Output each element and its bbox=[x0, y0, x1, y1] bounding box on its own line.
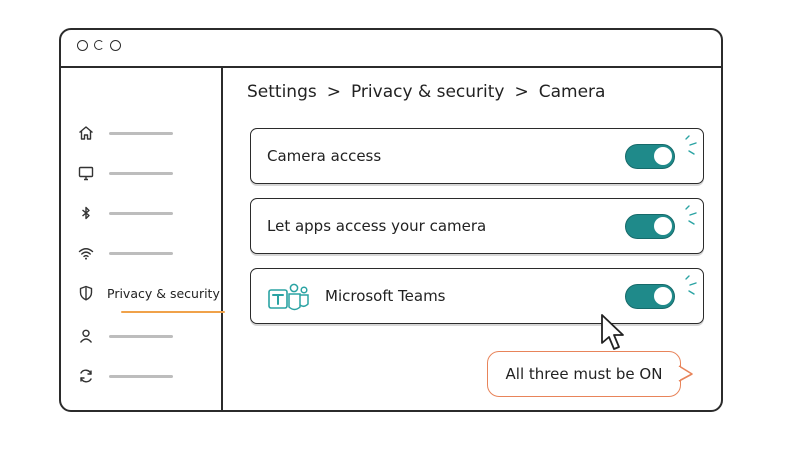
breadcrumb-separator: > bbox=[514, 82, 529, 102]
annotation-callout: All three must be ON bbox=[487, 351, 681, 397]
breadcrumb-settings[interactable]: Settings bbox=[247, 82, 317, 102]
setting-label: Camera access bbox=[267, 147, 382, 165]
active-indicator bbox=[121, 311, 225, 313]
sidebar-placeholder-line bbox=[109, 171, 173, 175]
toggle-spark-marks bbox=[685, 205, 697, 225]
sidebar-item-accounts[interactable] bbox=[77, 324, 217, 348]
home-icon bbox=[77, 124, 95, 142]
shield-icon bbox=[77, 284, 95, 302]
window-control-dot[interactable] bbox=[110, 40, 121, 51]
setting-label: Microsoft Teams bbox=[325, 287, 446, 305]
breadcrumb-camera: Camera bbox=[538, 82, 606, 102]
setting-card-camera-access: Camera access bbox=[250, 128, 704, 184]
window-controls bbox=[77, 40, 121, 51]
camera-access-toggle[interactable] bbox=[625, 144, 675, 169]
breadcrumb-privacy-security[interactable]: Privacy & security bbox=[350, 82, 505, 102]
breadcrumb: Settings > Privacy & security > Camera bbox=[247, 82, 605, 102]
teams-icon bbox=[268, 283, 309, 311]
mouse-cursor-icon bbox=[601, 314, 624, 350]
sidebar-item-update[interactable] bbox=[77, 364, 217, 388]
sidebar-item-privacy-security[interactable]: Privacy & security bbox=[77, 281, 225, 313]
toggle-knob bbox=[654, 287, 672, 305]
microsoft-teams-toggle[interactable] bbox=[625, 284, 675, 309]
title-bar bbox=[61, 30, 721, 68]
sidebar-placeholder-line bbox=[109, 211, 173, 215]
monitor-icon bbox=[77, 164, 95, 182]
window-control-dot[interactable] bbox=[94, 40, 104, 50]
sidebar-item-display[interactable] bbox=[77, 161, 217, 185]
wifi-icon bbox=[77, 244, 95, 262]
sidebar-placeholder-line bbox=[109, 334, 173, 338]
sidebar-item-network[interactable] bbox=[77, 241, 217, 265]
apps-camera-toggle[interactable] bbox=[625, 214, 675, 239]
setting-label: Let apps access your camera bbox=[267, 217, 487, 235]
toggle-spark-marks bbox=[685, 275, 697, 295]
setting-card-microsoft-teams: Microsoft Teams bbox=[250, 268, 704, 324]
sidebar-item-bluetooth[interactable] bbox=[77, 201, 217, 225]
main-content: Settings > Privacy & security > Camera C… bbox=[223, 68, 721, 410]
sidebar-item-label: Privacy & security bbox=[107, 285, 220, 301]
setting-card-app-camera-access: Let apps access your camera bbox=[250, 198, 704, 254]
bluetooth-icon bbox=[77, 204, 95, 222]
sidebar-placeholder-line bbox=[109, 374, 173, 378]
breadcrumb-separator: > bbox=[326, 82, 341, 102]
settings-window: Privacy & security Settings > Privacy & … bbox=[59, 28, 723, 412]
toggle-knob bbox=[654, 147, 672, 165]
sync-icon bbox=[77, 367, 95, 385]
toggle-knob bbox=[654, 217, 672, 235]
window-control-dot[interactable] bbox=[77, 40, 88, 51]
sidebar-item-home[interactable] bbox=[77, 121, 217, 145]
user-icon bbox=[77, 327, 95, 345]
sidebar-placeholder-line bbox=[109, 251, 173, 255]
callout-tail bbox=[676, 365, 693, 382]
callout-text: All three must be ON bbox=[505, 365, 663, 383]
toggle-spark-marks bbox=[685, 135, 697, 155]
sidebar-placeholder-line bbox=[109, 131, 173, 135]
sidebar: Privacy & security bbox=[61, 68, 225, 410]
